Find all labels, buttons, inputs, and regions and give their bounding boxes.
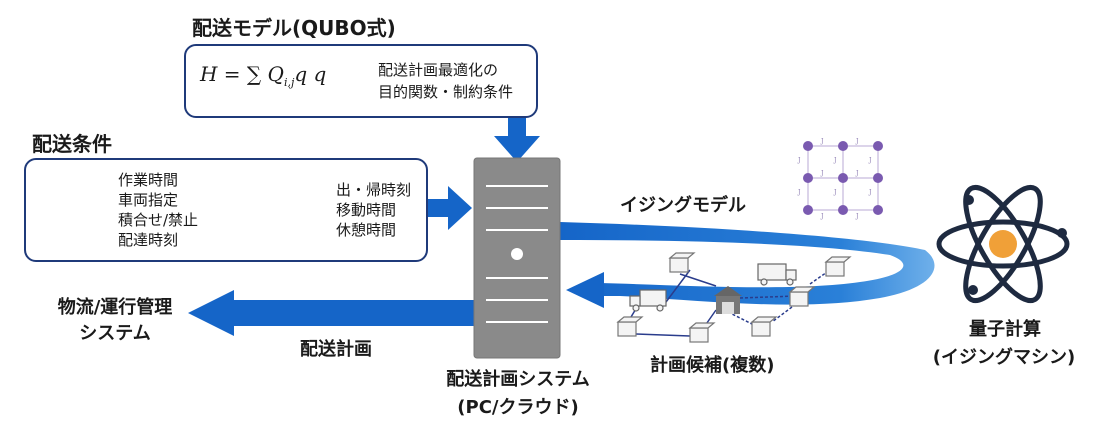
plan-return-arrowhead — [566, 272, 604, 308]
svg-text:J: J — [797, 189, 801, 196]
package-condition-3: 積合せ/禁止 — [118, 211, 199, 229]
model-to-server-arrow — [494, 116, 540, 162]
svg-text:J: J — [833, 157, 837, 164]
svg-text:J: J — [820, 170, 824, 177]
delivery-conditions-box: 作業時間 車両指定 積合せ/禁止 配達時刻 出・帰時刻 移動時間 休憩時間 — [24, 158, 428, 262]
small-box-icon — [688, 322, 716, 343]
small-box-icon — [668, 252, 696, 273]
svg-text:J: J — [868, 189, 872, 196]
package-condition-2: 車両指定 — [118, 191, 179, 209]
formula-tail: q q — [294, 62, 327, 86]
delivery-plan-label: 配送計画 — [300, 339, 372, 360]
formula-subscript: i,j — [283, 76, 295, 89]
truck-condition-2: 移動時間 — [336, 201, 397, 219]
truck-condition-1: 出・帰時刻 — [336, 181, 412, 199]
model-caption-line-1: 配送計画最適化の — [378, 61, 499, 79]
model-box-title: 配送モデル(QUBO式) — [192, 16, 396, 40]
small-box-icon — [616, 316, 644, 337]
conditions-to-server-arrow — [424, 186, 472, 230]
ising-lattice-icon: J J J J J J J J J J J J — [797, 138, 883, 220]
warehouse-icon — [714, 286, 742, 314]
svg-text:J: J — [855, 170, 859, 177]
qubo-formula: H = ∑ Qi,jq q — [200, 62, 326, 89]
plan-candidates-label: 計画候補(複数) — [650, 355, 775, 376]
package-condition-4: 配達時刻 — [118, 231, 179, 249]
quantum-label-1: 量子計算 — [969, 319, 1041, 340]
svg-text:J: J — [797, 157, 801, 164]
qubo-model-box: H = ∑ Qi,jq q 配送計画最適化の 目的関数・制約条件 — [184, 44, 538, 118]
quantum-label-2: (イジングマシン) — [932, 347, 1076, 368]
svg-text:J: J — [833, 189, 837, 196]
truck-condition-3: 休憩時間 — [336, 221, 397, 239]
server-icon — [473, 157, 561, 359]
svg-text:J: J — [820, 213, 824, 220]
small-truck-icon — [629, 289, 667, 312]
ising-model-label: イジングモデル — [620, 195, 746, 216]
small-box-icon — [750, 316, 778, 337]
svg-text:J: J — [855, 138, 859, 145]
model-caption-line-2: 目的関数・制約条件 — [378, 83, 514, 101]
formula-main: H = ∑ Q — [200, 62, 284, 86]
server-to-logistics-arrow — [188, 290, 476, 336]
svg-text:J: J — [855, 213, 859, 220]
planning-system-label-1: 配送計画システム — [446, 369, 590, 390]
small-box-icon — [788, 286, 816, 307]
svg-text:J: J — [868, 157, 872, 164]
small-box-icon — [824, 256, 852, 277]
ising-flow-band — [560, 222, 935, 305]
logistics-system-label-1: 物流/運行管理 — [57, 297, 173, 318]
logistics-system-label-2: システム — [79, 323, 151, 344]
planning-system-label-2: (PC/クラウド) — [457, 397, 579, 418]
small-truck-icon — [757, 263, 797, 286]
conditions-box-title: 配送条件 — [32, 132, 112, 156]
atom-icon — [936, 184, 1070, 304]
route-network — [616, 252, 852, 343]
svg-text:J: J — [820, 138, 824, 145]
package-condition-1: 作業時間 — [118, 171, 179, 189]
